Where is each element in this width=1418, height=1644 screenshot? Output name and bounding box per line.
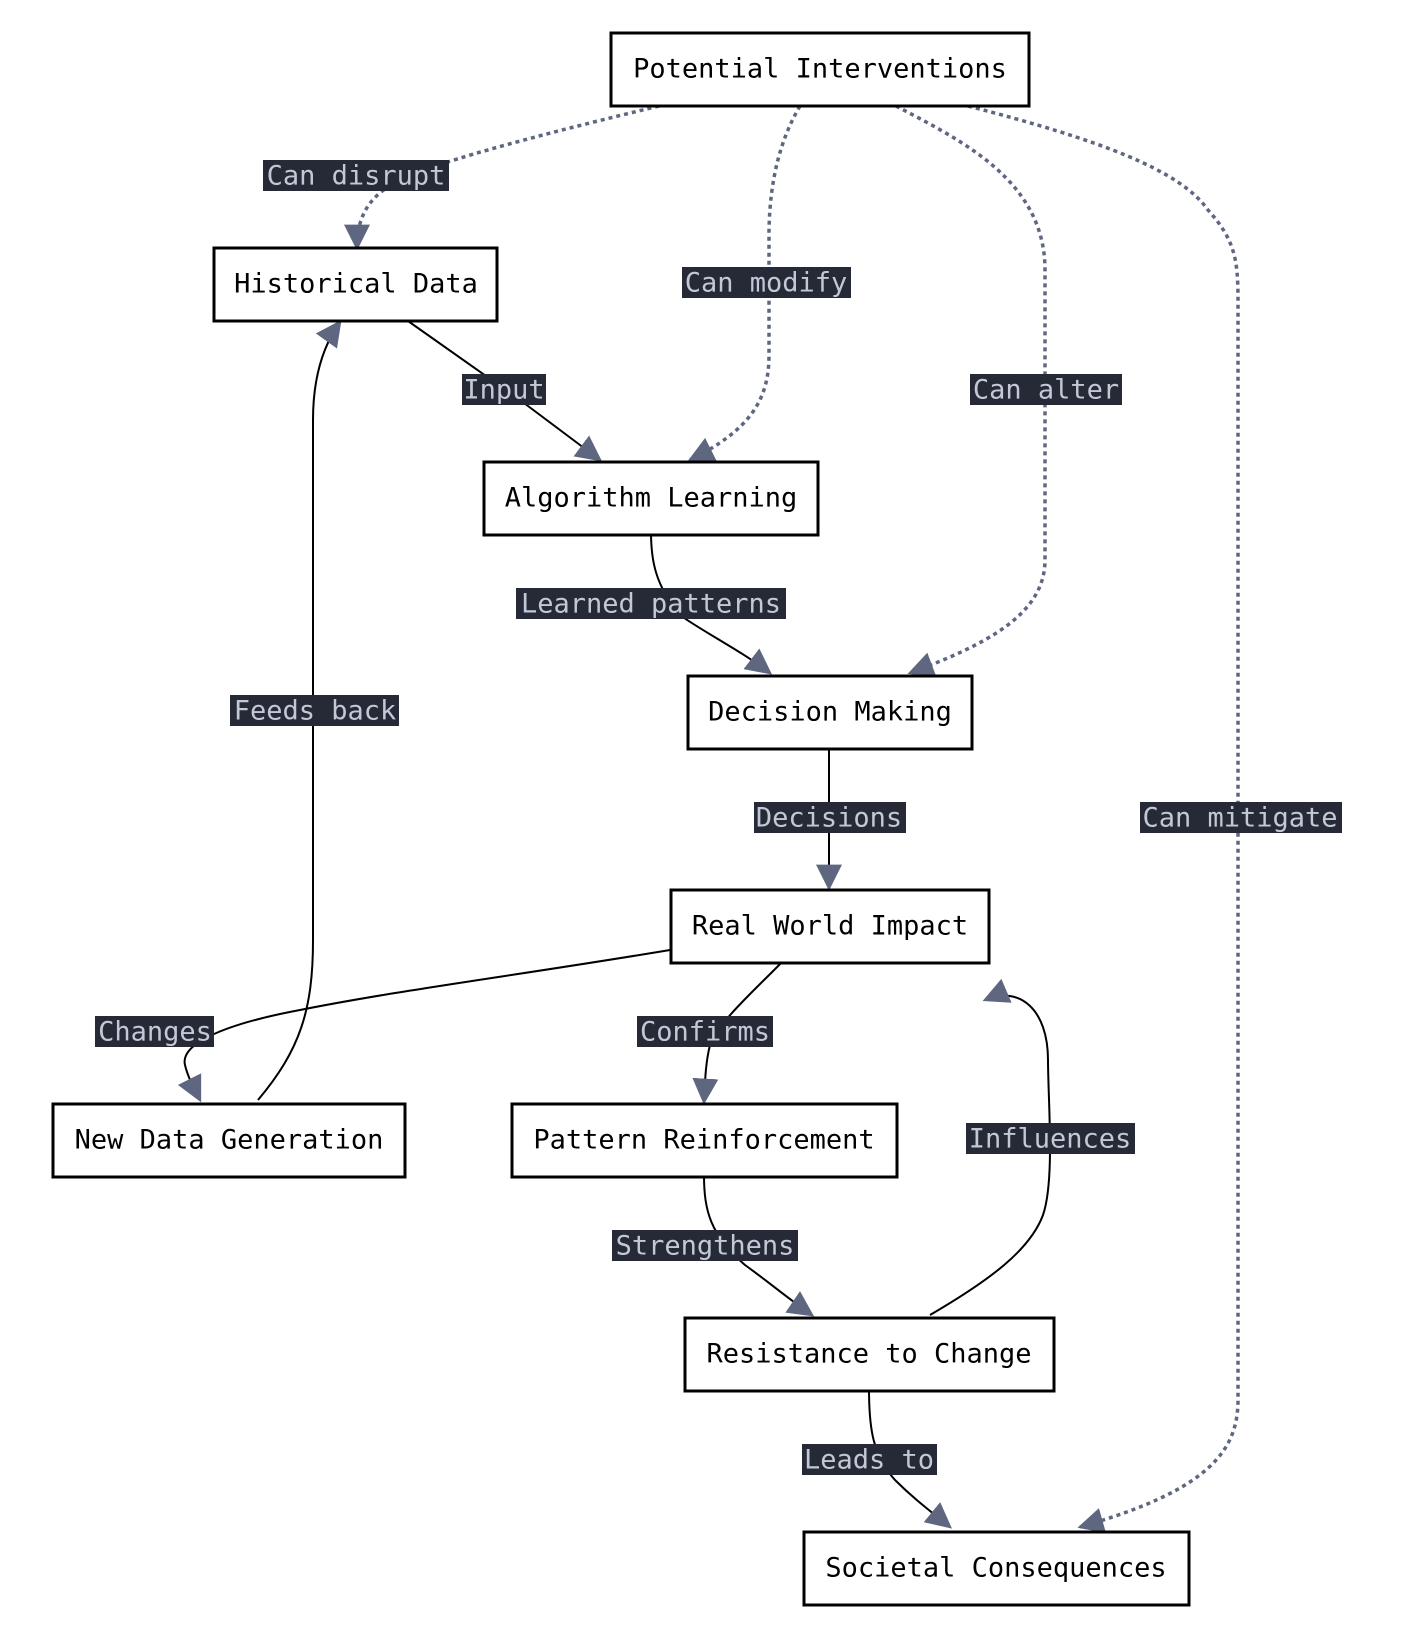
edge-label-influences: Influences <box>966 1123 1135 1155</box>
node-decision-making[interactable]: Decision Making <box>686 674 974 751</box>
edge-label-can-mitigate-text: Can mitigate <box>1142 803 1337 834</box>
node-decision-making-label: Decision Making <box>708 697 952 728</box>
edge-label-can-disrupt-text: Can disrupt <box>267 161 446 192</box>
edge-can-alter <box>895 104 1047 677</box>
edge-strengthens <box>703 1174 815 1317</box>
node-societal-consequences[interactable]: Societal Consequences <box>802 1530 1191 1607</box>
node-pattern-reinforcement-label: Pattern Reinforcement <box>533 1125 874 1156</box>
edge-label-influences-text: Influences <box>969 1124 1132 1155</box>
edge-label-confirms-text: Confirms <box>640 1017 770 1048</box>
node-societal-consequences-label: Societal Consequences <box>825 1553 1166 1584</box>
edge-label-learned-patterns: Learned patterns <box>516 588 786 620</box>
node-resistance-to-change[interactable]: Resistance to Change <box>683 1316 1056 1393</box>
edge-label-input-text: Input <box>463 375 544 406</box>
edge-influences <box>929 978 1052 1316</box>
edge-labels-layer: Input Learned patterns Decisions Changes… <box>95 160 1342 1476</box>
edge-label-feeds-back-text: Feeds back <box>234 696 397 727</box>
edge-feeds-back <box>257 319 342 1101</box>
edge-label-leads-to: Leads to <box>802 1444 937 1476</box>
edge-label-decisions: Decisions <box>754 802 906 834</box>
node-real-world-impact-label: Real World Impact <box>692 911 968 942</box>
node-potential-interventions-label: Potential Interventions <box>633 54 1007 85</box>
edge-leads-to <box>868 1388 953 1529</box>
edge-label-can-disrupt: Can disrupt <box>263 160 449 192</box>
node-new-data-generation-label: New Data Generation <box>75 1125 384 1156</box>
node-new-data-generation[interactable]: New Data Generation <box>51 1102 407 1179</box>
node-algorithm-learning-label: Algorithm Learning <box>505 483 798 514</box>
node-historical-data[interactable]: Historical Data <box>212 246 499 323</box>
edge-label-learned-patterns-text: Learned patterns <box>521 589 781 620</box>
edge-label-can-alter: Can alter <box>970 374 1122 406</box>
node-historical-data-label: Historical Data <box>234 269 478 300</box>
edge-label-can-mitigate: Can mitigate <box>1140 802 1342 834</box>
edge-label-input: Input <box>462 374 546 406</box>
edge-label-leads-to-text: Leads to <box>804 1445 934 1476</box>
edge-label-can-alter-text: Can alter <box>973 375 1119 406</box>
node-real-world-impact[interactable]: Real World Impact <box>669 888 991 965</box>
edge-label-feeds-back: Feeds back <box>230 695 399 727</box>
edge-label-can-modify: Can modify <box>682 267 851 299</box>
edge-changes <box>177 949 671 1103</box>
edge-label-decisions-text: Decisions <box>756 803 902 834</box>
edge-label-changes-text: Changes <box>98 1017 212 1048</box>
edge-can-mitigate <box>967 104 1240 1534</box>
edge-label-can-modify-text: Can modify <box>685 268 848 299</box>
edge-label-confirms: Confirms <box>637 1016 773 1048</box>
node-pattern-reinforcement[interactable]: Pattern Reinforcement <box>510 1102 899 1179</box>
edge-label-strengthens-text: Strengthens <box>616 1231 795 1262</box>
node-resistance-to-change-label: Resistance to Change <box>706 1339 1031 1370</box>
node-potential-interventions[interactable]: Potential Interventions <box>609 31 1031 108</box>
edge-label-changes: Changes <box>95 1016 214 1048</box>
edge-label-strengthens: Strengthens <box>612 1230 798 1262</box>
nodes-layer: Potential Interventions Historical Data … <box>51 31 1191 1607</box>
node-algorithm-learning[interactable]: Algorithm Learning <box>482 460 820 537</box>
